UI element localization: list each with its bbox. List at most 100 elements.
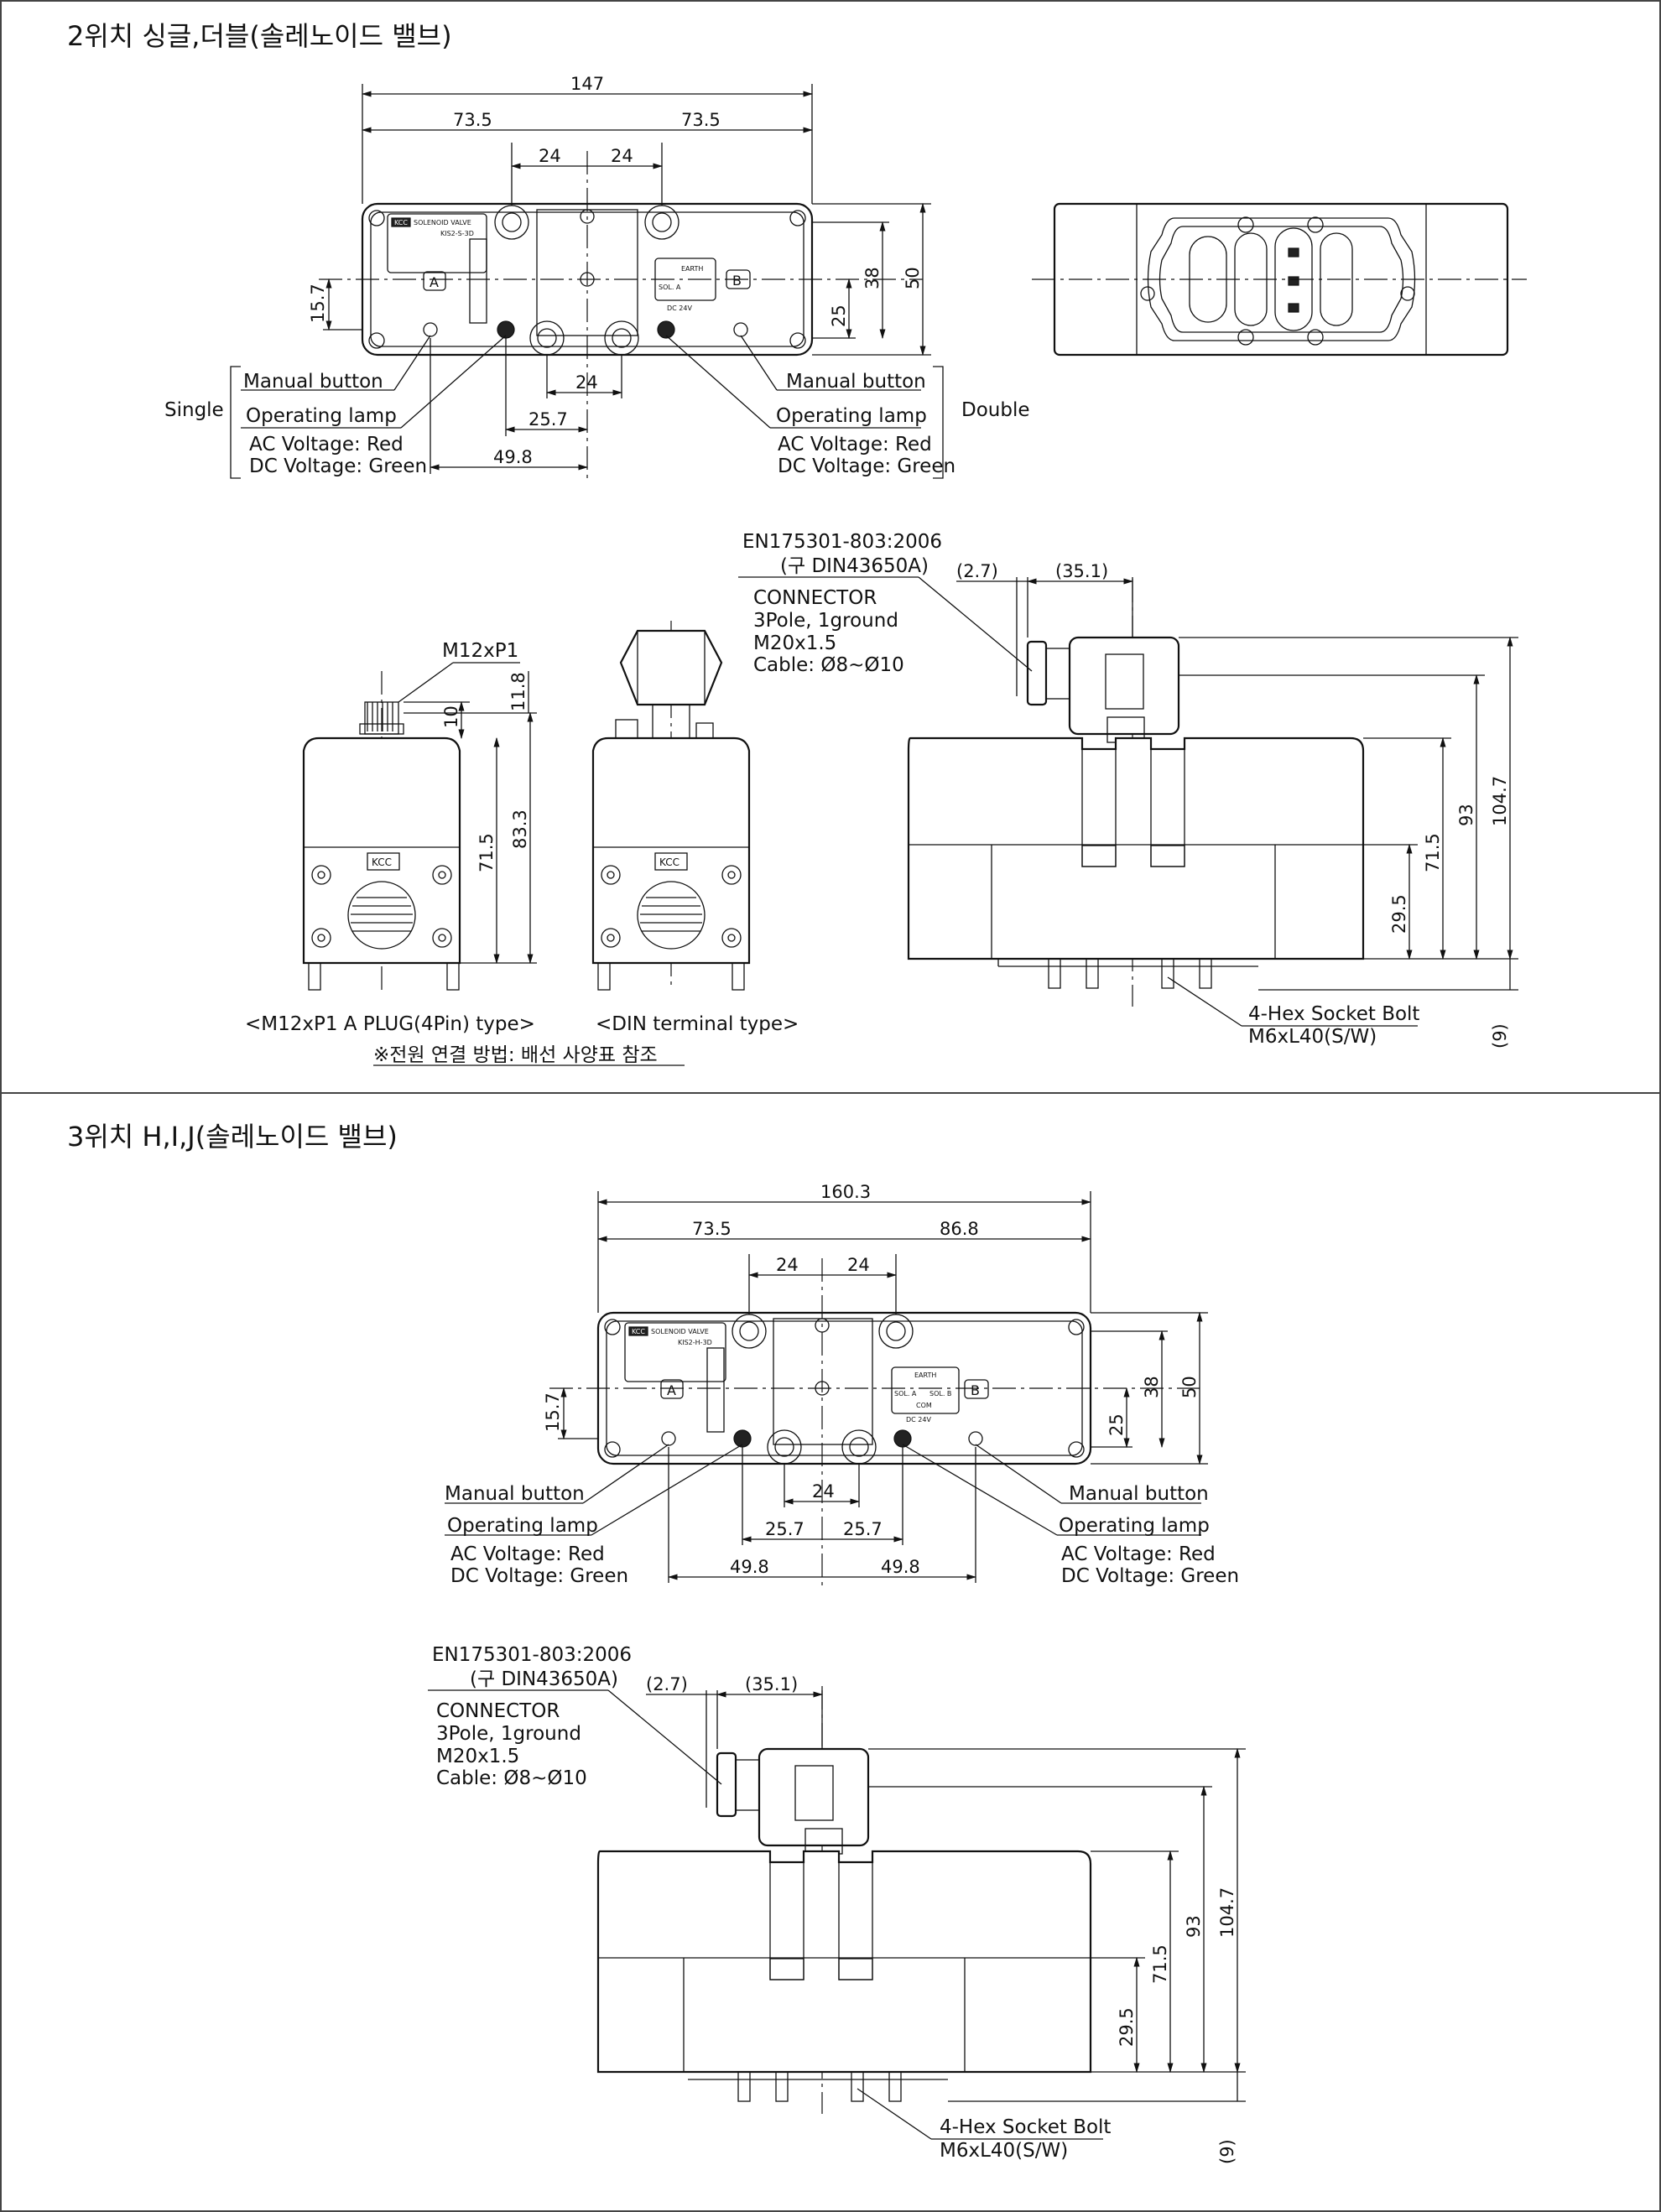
plate-volt: DC 24V — [667, 304, 692, 312]
double-ac-voltage-label: AC Voltage: Red — [778, 434, 932, 455]
caption-din-type: <DIN terminal type> — [596, 1013, 799, 1035]
double-dc-voltage-label: DC Voltage: Green — [778, 455, 955, 477]
right-manual-button-label: Manual button — [1069, 1483, 1209, 1505]
plate2-line2: KIS2-H-3D — [678, 1339, 712, 1346]
plate2-line1: SOLENOID VALVE — [651, 1328, 709, 1335]
bolt2-spec: M6xL40(S/W) — [940, 2140, 1068, 2162]
dim-24-bottom: 24 — [575, 372, 598, 393]
connector2-poles: 3Pole, 1ground — [436, 1723, 581, 1745]
plate-line1: SOLENOID VALVE — [414, 219, 471, 226]
plate-earth: EARTH — [681, 265, 703, 273]
side-view-m12-plug: KCC M12xP1 10 11.8 71.5 83.3 <M12xP1 A — [245, 640, 537, 1035]
connector2-thread: M20x1.5 — [436, 1746, 519, 1767]
left-operating-lamp-label: Operating lamp — [447, 1515, 598, 1537]
single-ac-voltage-label: AC Voltage: Red — [249, 434, 404, 455]
dim2-15-7: 15.7 — [543, 1392, 563, 1432]
double-manual-button-label: Manual button — [786, 371, 926, 393]
bolt2-label: 4-Hex Socket Bolt — [940, 2116, 1111, 2138]
dim2-29-5: 29.5 — [1117, 2007, 1137, 2047]
wiring-note: ※전원 연결 방법: 배선 사양표 참조 — [373, 1044, 658, 1066]
plate-sol: SOL. A — [659, 284, 681, 291]
dim2-49-8-left: 49.8 — [730, 1557, 769, 1577]
port2-a-label: A — [667, 1382, 676, 1398]
dim2-50: 50 — [1179, 1376, 1200, 1398]
dim-25: 25 — [829, 304, 849, 327]
dim-104-7: 104.7 — [1490, 776, 1510, 826]
right-dc-voltage-label: DC Voltage: Green — [1061, 1565, 1239, 1587]
top-view-3-position: KCC SOLENOID VALVE KIS2-H-3D A EARTH SOL… — [445, 1182, 1239, 1590]
dim-10: 10 — [441, 705, 461, 728]
double-label: Double — [961, 399, 1030, 421]
top-view-2-position: KCC SOLENOID VALVE KIS2-S-3D A EARTH SOL… — [164, 74, 1030, 479]
connector-cable: Cable: Ø8~Ø10 — [753, 654, 904, 676]
bolt-label-1: 4-Hex Socket Bolt — [1248, 1003, 1419, 1025]
plate2-volt: DC 24V — [906, 1416, 931, 1423]
dim-29-5: 29.5 — [1389, 894, 1409, 934]
right-ac-voltage-label: AC Voltage: Red — [1061, 1543, 1216, 1565]
left-manual-button-label: Manual button — [445, 1483, 585, 1505]
dim2-73-5: 73.5 — [692, 1219, 732, 1239]
dim-147: 147 — [570, 74, 604, 94]
connector2-din-old: (구 DIN43650A) — [470, 1668, 618, 1690]
plate2-brand: KCC — [632, 1328, 645, 1335]
dim-49-8: 49.8 — [493, 447, 533, 467]
left-ac-voltage-label: AC Voltage: Red — [450, 1543, 605, 1565]
connector-thread: M20x1.5 — [753, 632, 836, 654]
front-view-2-position: EN175301-803:2006 (구 DIN43650A) CONNECTO… — [738, 531, 1518, 1049]
port-a-label: A — [430, 274, 439, 290]
dim2-104-7: 104.7 — [1217, 1887, 1237, 1938]
port-b-label: B — [732, 273, 742, 289]
side-badge-plug: KCC — [372, 856, 392, 868]
side-badge-din: KCC — [659, 856, 680, 868]
connector2-standard: EN175301-803:2006 — [432, 1644, 632, 1666]
m12-label: M12xP1 — [442, 640, 518, 662]
single-operating-lamp-label: Operating lamp — [246, 405, 397, 427]
connector2-cable: Cable: Ø8~Ø10 — [436, 1767, 587, 1789]
dim-9: (9) — [1490, 1023, 1510, 1049]
plate-brand: KCC — [394, 219, 408, 226]
right-operating-lamp-label: Operating lamp — [1059, 1515, 1210, 1537]
section-title-3-position: 3위치 H,I,J(솔레노이드 밸브) — [67, 1121, 398, 1153]
dim-73-5-right: 73.5 — [681, 110, 721, 130]
connector-standard: EN175301-803:2006 — [742, 531, 942, 553]
dim2-49-8-right: 49.8 — [881, 1557, 920, 1577]
dim2-160-3: 160.3 — [820, 1182, 871, 1202]
connector-poles: 3Pole, 1ground — [753, 610, 898, 632]
dim-24-right: 24 — [611, 146, 633, 166]
dim2-71-5: 71.5 — [1150, 1944, 1170, 1984]
dim-25-7: 25.7 — [528, 409, 568, 429]
dim-71-5-side: 71.5 — [476, 833, 497, 872]
connector-din-old: (구 DIN43650A) — [780, 555, 929, 577]
connector2-title: CONNECTOR — [436, 1700, 560, 1722]
dim2-25-7-right: 25.7 — [843, 1519, 883, 1539]
dim-11-8: 11.8 — [508, 672, 528, 711]
dim-83-3: 83.3 — [510, 809, 530, 849]
section-title-2-position: 2위치 싱글,더블(솔레노이드 밸브) — [67, 20, 452, 52]
bottom-view-gasket — [1032, 202, 1527, 357]
section-frame-3-position — [0, 1092, 1661, 2212]
side-view-din-terminal: KCC <DIN terminal type> ※전원 연결 방법: 배선 사양… — [373, 621, 799, 1066]
dim-24-left: 24 — [539, 146, 561, 166]
dim-93: 93 — [1456, 804, 1476, 826]
dim2-35-1: (35.1) — [745, 1674, 798, 1694]
single-label: Single — [164, 399, 224, 421]
bolt-spec-1: M6xL40(S/W) — [1248, 1026, 1377, 1048]
dim2-38: 38 — [1142, 1376, 1162, 1398]
dim2-86-8: 86.8 — [940, 1219, 979, 1239]
dim2-2-7: (2.7) — [646, 1674, 688, 1694]
dim2-24-right: 24 — [847, 1255, 870, 1275]
connector-title: CONNECTOR — [753, 587, 877, 609]
double-operating-lamp-label: Operating lamp — [776, 405, 927, 427]
dim-38: 38 — [862, 267, 883, 289]
dim2-25: 25 — [1106, 1413, 1127, 1436]
front-view-3-position: EN175301-803:2006 (구 DIN43650A) CONNECTO… — [428, 1644, 1246, 2164]
dim-2-7: (2.7) — [956, 561, 998, 581]
dim2-24-left: 24 — [776, 1255, 799, 1275]
port2-b-label: B — [971, 1382, 980, 1398]
dim-35-1: (35.1) — [1055, 561, 1108, 581]
dim-50: 50 — [903, 267, 923, 289]
single-dc-voltage-label: DC Voltage: Green — [249, 455, 427, 477]
left-dc-voltage-label: DC Voltage: Green — [450, 1565, 628, 1587]
